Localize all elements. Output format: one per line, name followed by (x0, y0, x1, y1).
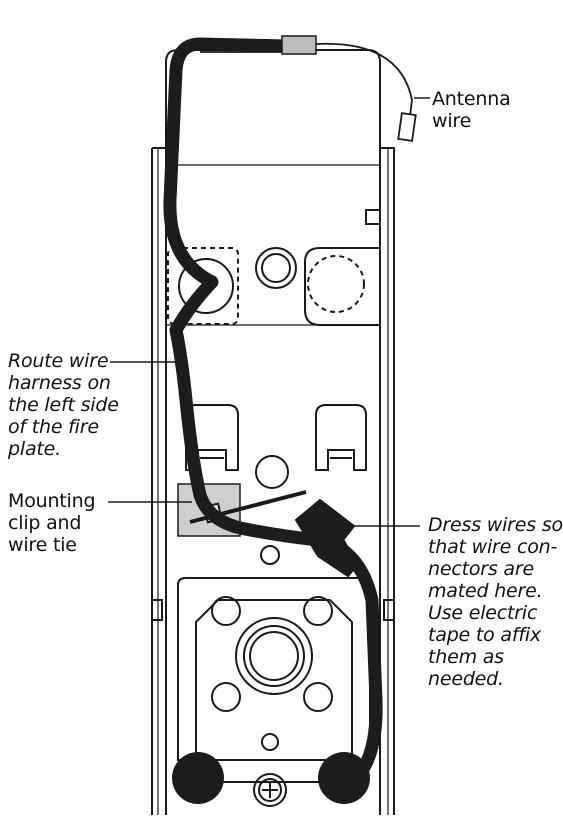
right-bracket (304, 247, 381, 326)
leader-lines (108, 97, 430, 527)
screw-inner (258, 778, 282, 802)
bolt-hole-bl (211, 682, 241, 712)
antenna-wire (315, 42, 413, 117)
screw-outer (253, 773, 287, 807)
wire-harness (163, 37, 383, 789)
wire-connector (294, 498, 362, 578)
bolt-hole-tl (211, 596, 241, 626)
square-mount (195, 599, 353, 783)
small-hole (260, 545, 280, 565)
left-rail (151, 147, 167, 815)
route-wire-label: Route wire harness on the left side of t… (8, 350, 119, 460)
mounting-clip-label: Mounting clip and wire tie (8, 490, 96, 556)
base-outline (177, 577, 371, 761)
lower-small-hole (261, 733, 279, 751)
bolt-hole-tr (303, 596, 333, 626)
screw-cross (262, 782, 278, 798)
right-lower-notch (383, 599, 395, 621)
center-hole-outer (255, 247, 297, 289)
center-ring-mid (243, 625, 305, 687)
upper-holes (167, 247, 381, 326)
dress-wires-label: Dress wires so that wire con- nectors ar… (428, 514, 563, 690)
left-dashed-box (167, 247, 239, 325)
left-notch (151, 599, 163, 621)
middle-clips (185, 404, 367, 565)
right-foot (318, 752, 370, 804)
antenna-tip (397, 112, 417, 142)
center-ring-inner (249, 631, 299, 681)
antenna-connector (281, 35, 317, 55)
bolt-hole-br (303, 682, 333, 712)
middle-hole (255, 455, 289, 489)
right-notch (365, 209, 381, 225)
top-tab (165, 49, 381, 150)
right-dashed-hole (307, 255, 365, 313)
left-large-hole (178, 258, 234, 314)
left-foot (172, 752, 224, 804)
left-clip-tab (198, 449, 226, 459)
center-hole-inner (261, 253, 291, 283)
right-clip (315, 404, 367, 471)
center-ring-outer (235, 617, 313, 695)
right-clip-tab (328, 449, 354, 459)
antenna-wire-label: Antenna wire (432, 88, 511, 132)
